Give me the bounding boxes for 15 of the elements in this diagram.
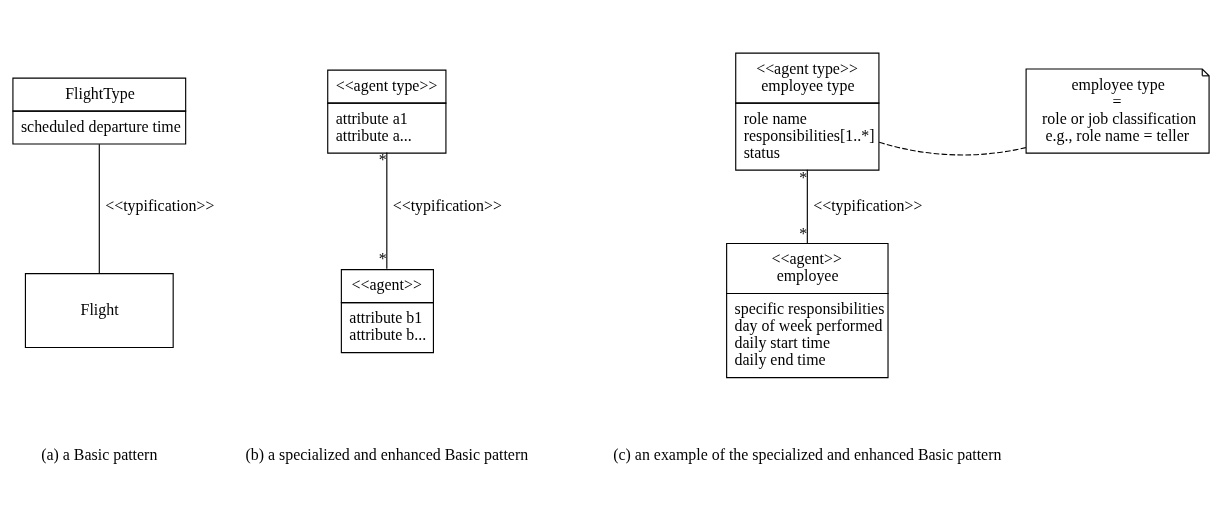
connector xyxy=(878,141,1027,156)
label: * xyxy=(799,225,808,243)
label: (a) a Basic pattern xyxy=(41,446,158,464)
edge-label: <<typification>> xyxy=(105,196,215,214)
edge-label: <<typification>> xyxy=(813,196,923,214)
connector xyxy=(98,143,100,274)
connector xyxy=(806,169,808,244)
label: (b) a specialized and enhanced Basic pattern xyxy=(245,446,529,464)
label: * xyxy=(378,151,387,169)
connector xyxy=(386,152,388,270)
node-box: Flight xyxy=(24,273,174,349)
label: (c) an example of the specialized and enhanced Basic pattern xyxy=(613,446,1002,464)
edge-label: <<typification>> xyxy=(392,196,502,214)
label: * xyxy=(378,250,387,268)
label: * xyxy=(799,168,808,186)
